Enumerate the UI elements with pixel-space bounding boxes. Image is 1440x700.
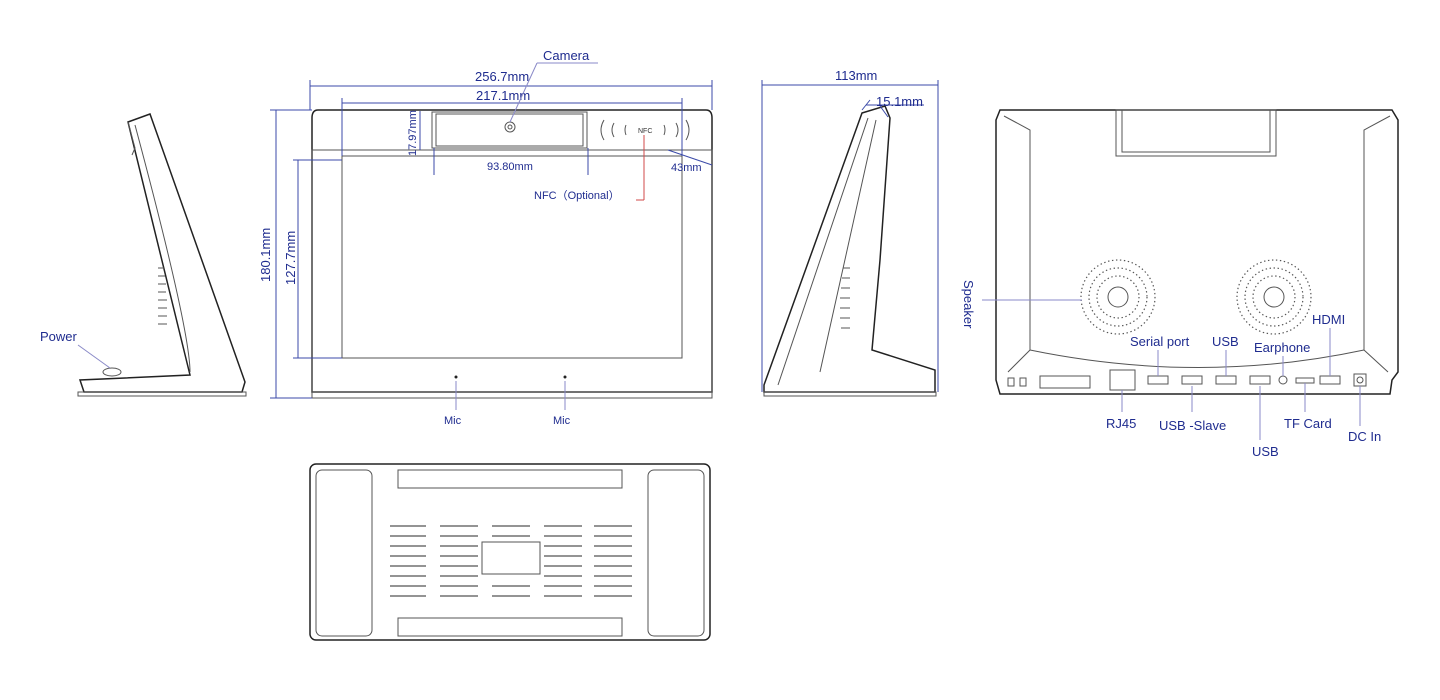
speaker-left-grille — [1080, 259, 1156, 335]
back-view: Speaker Serial port USB Earphone HDMI RJ… — [961, 109, 1399, 459]
camera-label: Camera — [543, 48, 590, 63]
left-side-view: Power — [40, 113, 247, 397]
thickness-dimension: 15.1mm — [876, 94, 923, 109]
hdmi-port-icon — [1319, 375, 1341, 385]
bottom-foot-left — [315, 469, 373, 637]
camera-height-dimension: 17.97mm — [407, 110, 419, 156]
nfc-icon-text: NFC — [638, 128, 652, 135]
serial-port-icon — [1147, 375, 1169, 385]
camera-housing — [431, 111, 588, 149]
bottom-pad-bottom — [397, 617, 623, 637]
camera-offset-dimension: 93.80mm — [487, 161, 533, 173]
camera-lens-icon — [504, 121, 516, 133]
back-handle — [1115, 109, 1277, 157]
front-screen — [341, 155, 683, 359]
depth-dimension: 113mm — [835, 68, 877, 83]
mic-right-hole — [563, 375, 567, 379]
usb-port-2-icon — [1249, 375, 1271, 385]
power-button-icon — [102, 367, 122, 377]
front-view: NFC Mic Mic 256.7mm 217.1mm 17.97mm 93.8… — [258, 48, 713, 427]
speaker-label: Speaker — [961, 280, 976, 329]
bottom-pad-top — [397, 469, 623, 489]
dc-in-label: DC In — [1348, 429, 1381, 444]
back-button-1 — [1007, 377, 1015, 387]
rj45-port-icon — [1109, 369, 1136, 391]
usb-slave-port-icon — [1181, 375, 1203, 385]
left-side-speaker-grille — [158, 267, 167, 325]
right-side-view: 113mm 15.1mm — [761, 68, 939, 397]
earphone-label: Earphone — [1254, 340, 1310, 355]
earphone-jack-icon — [1278, 375, 1288, 385]
rj45-label: RJ45 — [1106, 416, 1136, 431]
screen-height-dimension: 127.7mm — [283, 231, 298, 285]
usb-slave-label: USB -Slave — [1159, 418, 1226, 433]
dc-in-port-icon — [1353, 373, 1367, 387]
power-label: Power — [40, 329, 78, 344]
speaker-right-grille — [1236, 259, 1312, 335]
right-side-speaker-grille — [840, 267, 850, 329]
usb-top-label: USB — [1212, 334, 1239, 349]
hdmi-label: HDMI — [1312, 312, 1345, 327]
overall-width-dimension: 256.7mm — [475, 69, 529, 84]
bottom-foot-right — [647, 469, 705, 637]
mic-right-label: Mic — [553, 415, 571, 427]
mic-left-hole — [454, 375, 458, 379]
screen-width-dimension: 217.1mm — [476, 88, 530, 103]
tf-card-label: TF Card — [1284, 416, 1332, 431]
nfc-offset-dimension: 43mm — [671, 162, 702, 174]
mic-left-label: Mic — [444, 415, 462, 427]
usb-bottom-label: USB — [1252, 444, 1279, 459]
bottom-view — [309, 463, 711, 641]
usb-port-icon — [1215, 375, 1237, 385]
overall-height-dimension: 180.1mm — [258, 228, 273, 282]
sim-slot — [1039, 375, 1091, 389]
nfc-optional-label: NFC（Optional） — [534, 189, 620, 202]
serial-port-label: Serial port — [1130, 334, 1190, 349]
nfc-icon: NFC — [600, 119, 690, 141]
bottom-label-plate — [481, 541, 541, 575]
back-button-2 — [1019, 377, 1027, 387]
tf-card-slot-icon — [1295, 377, 1315, 384]
bottom-vent-slots — [390, 525, 632, 597]
